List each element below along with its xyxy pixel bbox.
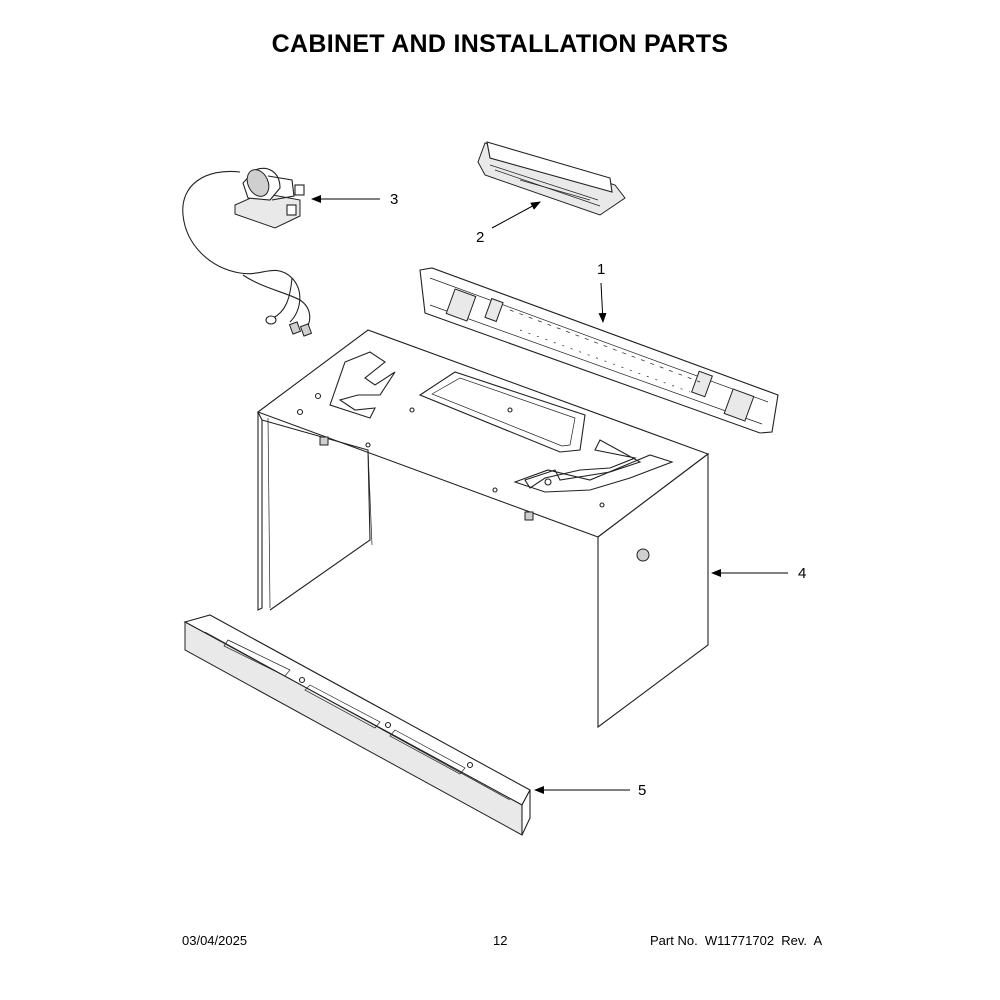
footer-date: 03/04/2025 xyxy=(182,933,248,948)
callout-leaders xyxy=(311,195,788,794)
leader-2 xyxy=(491,201,541,229)
footer-page-number: 12 xyxy=(493,933,508,948)
callout-3: 3 xyxy=(390,191,398,208)
cabinet-wrapper-part xyxy=(256,329,710,729)
callout-5: 5 xyxy=(638,782,646,799)
vent-grille-part xyxy=(477,141,626,216)
callout-2: 2 xyxy=(476,229,484,246)
leader-1 xyxy=(598,282,607,323)
power-cord-part xyxy=(182,167,313,337)
page-title: CABINET AND INSTALLATION PARTS xyxy=(271,30,729,58)
callout-1: 1 xyxy=(597,261,605,278)
bottom-trim-part xyxy=(183,614,531,836)
mounting-plate-part xyxy=(419,267,779,434)
callout-4: 4 xyxy=(798,565,806,582)
footer-part-number: Part No. W11771702 Rev. A xyxy=(650,933,823,948)
